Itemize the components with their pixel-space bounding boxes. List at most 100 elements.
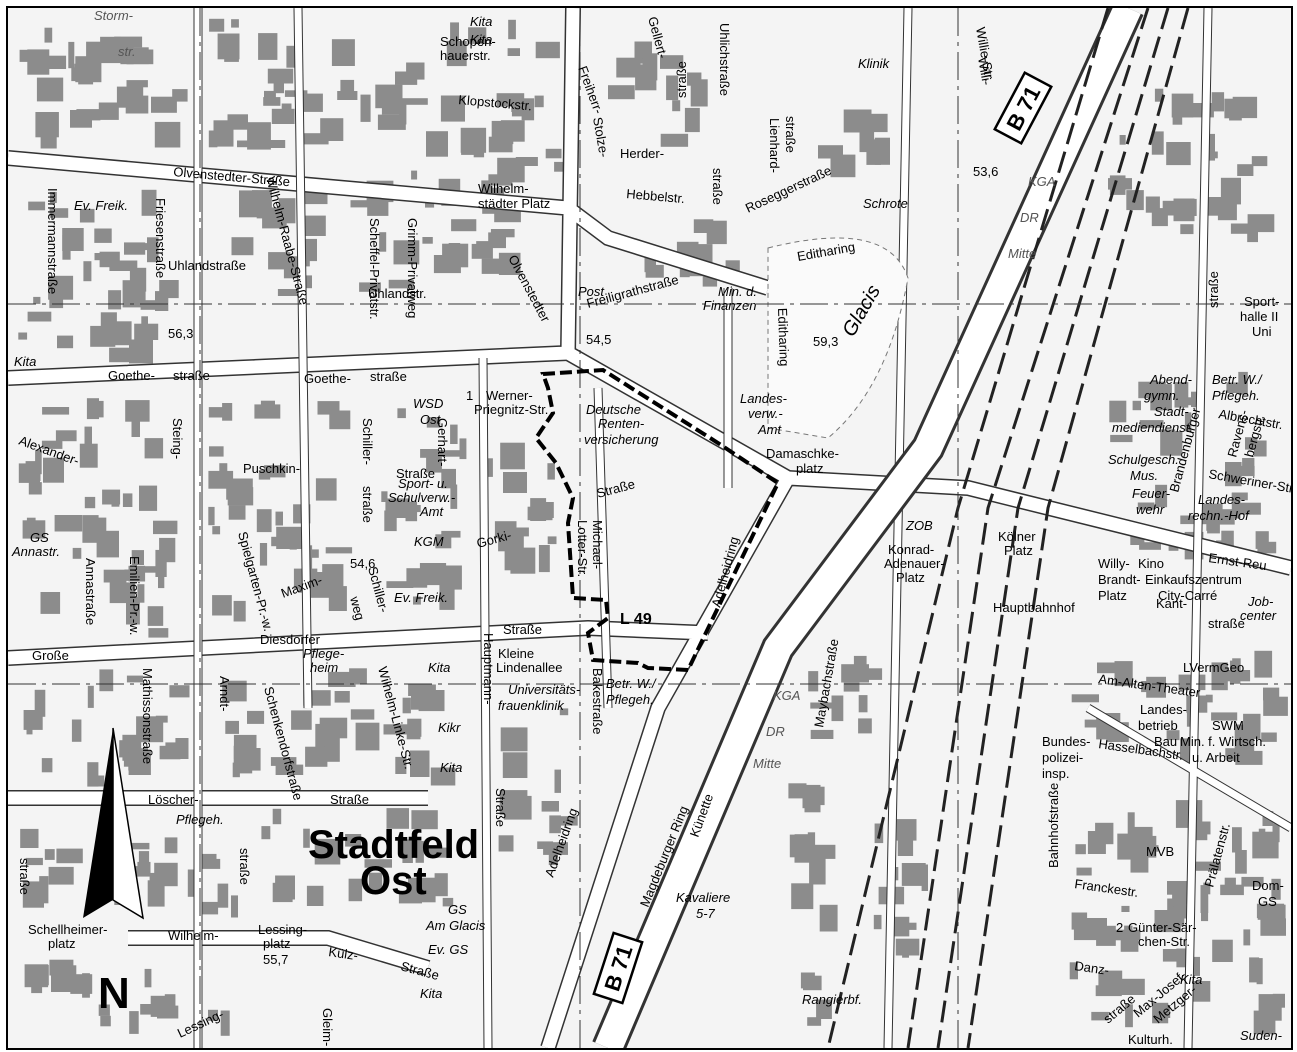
building (261, 826, 271, 840)
building (208, 130, 218, 148)
svg-text:54,5: 54,5 (586, 332, 611, 347)
building (406, 724, 421, 740)
building (666, 75, 679, 101)
building (94, 228, 112, 243)
svg-text:mediendienst.: mediendienst. (1112, 420, 1193, 435)
svg-text:Betr. W./: Betr. W./ (606, 676, 657, 691)
svg-text:Platz: Platz (1004, 543, 1033, 558)
building (1230, 223, 1249, 234)
building (1228, 465, 1255, 477)
building (510, 547, 536, 574)
building (286, 45, 297, 68)
svg-text:straße: straße (370, 369, 407, 384)
svg-text:Kölner: Kölner (998, 529, 1036, 544)
building (1120, 939, 1139, 952)
svg-text:Dom-: Dom- (1252, 878, 1284, 893)
building (126, 675, 143, 683)
building (483, 458, 493, 477)
building (195, 853, 217, 862)
svg-text:Einkaufszentrum: Einkaufszentrum (1145, 572, 1242, 587)
building (1117, 978, 1145, 995)
building (273, 72, 284, 94)
svg-text:DR: DR (766, 724, 785, 739)
svg-text:Olvenstedter: Olvenstedter (505, 252, 553, 325)
building (209, 18, 225, 32)
building (1243, 929, 1251, 946)
building (303, 133, 329, 145)
building (349, 668, 367, 685)
building (1203, 882, 1211, 895)
svg-text:Pflege-: Pflege- (303, 646, 345, 661)
building (1189, 956, 1200, 976)
building (212, 526, 221, 535)
building (322, 564, 344, 592)
building (660, 133, 689, 147)
building (1254, 650, 1273, 678)
building (44, 849, 55, 860)
svg-text:str.: str. (118, 44, 136, 59)
building (90, 325, 116, 347)
building (494, 521, 517, 539)
svg-text:Michael-: Michael- (590, 520, 605, 569)
svg-text:Bau: Bau (1154, 734, 1177, 749)
building (329, 410, 351, 430)
svg-text:u. Arbeit: u. Arbeit (1192, 750, 1240, 765)
svg-text:Landes-: Landes- (1198, 492, 1246, 507)
building (122, 280, 146, 308)
building (306, 885, 324, 906)
building (1139, 542, 1161, 550)
building (435, 450, 463, 457)
building (247, 710, 265, 724)
map-frame[interactable]: B 71 B 71 L 49 Stadtfeld Ost N 53,6 56,3… (6, 6, 1293, 1050)
building (553, 816, 578, 826)
svg-text:Kita: Kita (470, 32, 492, 47)
building (1243, 713, 1261, 739)
building (275, 511, 283, 526)
building (521, 98, 535, 121)
svg-text:SWM: SWM (1212, 718, 1244, 733)
building (138, 851, 150, 867)
svg-text:center: center (1240, 608, 1277, 623)
building (511, 104, 523, 117)
building (262, 207, 287, 229)
building (231, 895, 238, 918)
svg-text:56,3: 56,3 (168, 326, 193, 341)
svg-text:Gleim-: Gleim- (320, 1008, 335, 1046)
svg-text:Kita: Kita (428, 660, 450, 675)
svg-text:Külz-: Külz- (328, 944, 359, 963)
building (1132, 400, 1141, 411)
building (1271, 878, 1281, 900)
building (1151, 208, 1168, 227)
svg-text:Willi-: Willi- (975, 56, 995, 86)
building (441, 530, 461, 538)
building (71, 67, 91, 82)
building (55, 430, 77, 442)
building (300, 215, 326, 236)
svg-text:weg: weg (347, 594, 368, 622)
building (864, 668, 883, 680)
building (1138, 381, 1166, 399)
svg-text:platz: platz (263, 936, 290, 951)
svg-text:ZOB: ZOB (905, 518, 933, 533)
svg-text:Universitäts-: Universitäts- (508, 682, 581, 697)
building (175, 738, 189, 759)
building (252, 190, 272, 209)
building (1205, 694, 1213, 703)
building (386, 581, 414, 588)
building (1114, 929, 1141, 941)
topographic-map[interactable]: B 71 B 71 L 49 Stadtfeld Ost N 53,6 56,3… (8, 8, 1291, 1048)
building (503, 472, 527, 493)
building (1154, 910, 1181, 933)
svg-text:Scheffel-Privatstr.: Scheffel-Privatstr. (367, 218, 382, 320)
building (1154, 88, 1164, 102)
building (1272, 823, 1280, 843)
svg-text:Schulgesch.: Schulgesch. (1108, 452, 1179, 467)
building (440, 95, 465, 122)
building (1206, 133, 1215, 161)
building (82, 515, 99, 543)
svg-text:Schiller-: Schiller- (360, 418, 375, 465)
building (500, 442, 525, 470)
building (660, 55, 684, 69)
svg-text:Betr. W./: Betr. W./ (1212, 372, 1263, 387)
svg-text:LVermGeo: LVermGeo (1183, 660, 1244, 675)
